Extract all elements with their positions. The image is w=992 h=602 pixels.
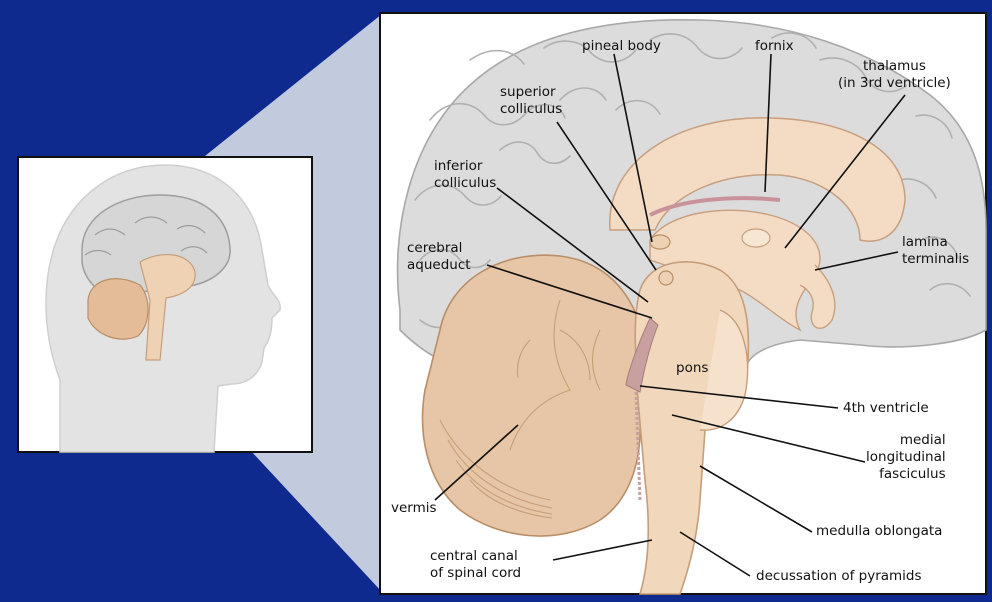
label-4th-ventricle: 4th ventricle: [843, 400, 929, 417]
inset-cerebellum: [88, 279, 148, 339]
label-lamina-terminalis: lamina terminalis: [902, 234, 969, 268]
label-pons: pons: [676, 360, 708, 377]
label-medial-longitudinal-fasciculus: medial longitudinal fasciculus: [866, 432, 946, 483]
label-thalamus: thalamus (in 3rd ventricle): [838, 58, 951, 92]
pineal-body-shape: [650, 235, 670, 249]
label-superior-colliculus: superior colliculus: [500, 84, 562, 118]
cerebellum: [423, 255, 644, 536]
label-decussation-of-pyramids: decussation of pyramids: [756, 568, 922, 585]
label-pineal-body: pineal body: [582, 38, 661, 55]
head-inset: [18, 157, 312, 452]
label-medulla-oblongata: medulla oblongata: [816, 523, 942, 540]
main-panel: [380, 13, 986, 594]
label-vermis: vermis: [391, 500, 437, 517]
label-fornix: fornix: [755, 38, 794, 55]
label-central-canal: central canal of spinal cord: [430, 548, 521, 582]
label-inferior-colliculus: inferior colliculus: [434, 158, 496, 192]
label-cerebral-aqueduct: cerebral aqueduct: [407, 240, 471, 274]
